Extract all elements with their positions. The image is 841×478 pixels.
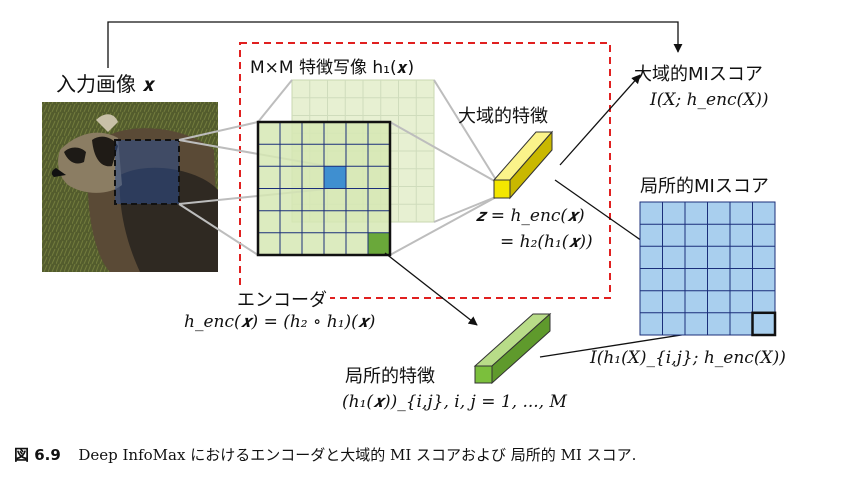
local-mi-grid <box>639 201 777 337</box>
figure-caption-text: Deep InfoMax におけるエンコーダと大域的 MI スコアおよび 局所的… <box>78 446 637 464</box>
global-mi-formula: I(X; h_enc(X)) <box>650 90 769 110</box>
corner-to-local-feature-arrow <box>384 252 478 326</box>
feature-map-label: M×M 特徴写像 h₁(𝒙) <box>250 58 415 78</box>
z-equation-line2: = h₂(h₁(𝒙)) <box>500 232 593 252</box>
local-mi-selected-cell <box>751 311 777 337</box>
encoder-box <box>239 42 611 299</box>
encoder-title: エンコーダ <box>234 286 330 312</box>
projection-lines <box>178 79 499 256</box>
z-equation-line1: 𝒛 = h_enc(𝒙) <box>476 206 585 226</box>
local-mi-formula: I(h₁(X)_{i,j}; h_enc(X)) <box>590 348 786 368</box>
highlight-cell-corner <box>368 232 390 255</box>
encoder-formula: h_enc(𝒙) = (h₂ ∘ h₁)(𝒙) <box>184 312 376 332</box>
figure-caption: 図 6.9 Deep InfoMax におけるエンコーダと大域的 MI スコアお… <box>14 444 636 465</box>
figure-number: 図 6.9 <box>14 446 61 464</box>
global-feature-label: 大域的特徴 <box>458 106 548 127</box>
local-feature-title: 局所的特徴 <box>345 366 435 387</box>
feature-map-front-grid <box>256 120 392 257</box>
local-feature-formula: (h₁(𝒙))_{i,j}, i, j = 1, ..., M <box>342 392 567 412</box>
highlight-cell-center <box>324 166 346 189</box>
local-feature-bar <box>473 312 552 385</box>
input-image-label: 入力画像 𝒙 <box>56 72 156 96</box>
global-feature-bar <box>492 130 554 200</box>
global-to-mi-arrow <box>559 74 641 166</box>
global-mi-title: 大域的MIスコア <box>634 64 763 85</box>
input-to-global-mi-arrow <box>107 21 683 68</box>
local-mi-title: 局所的MIスコア <box>640 176 769 197</box>
input-patch-highlight <box>114 139 180 205</box>
